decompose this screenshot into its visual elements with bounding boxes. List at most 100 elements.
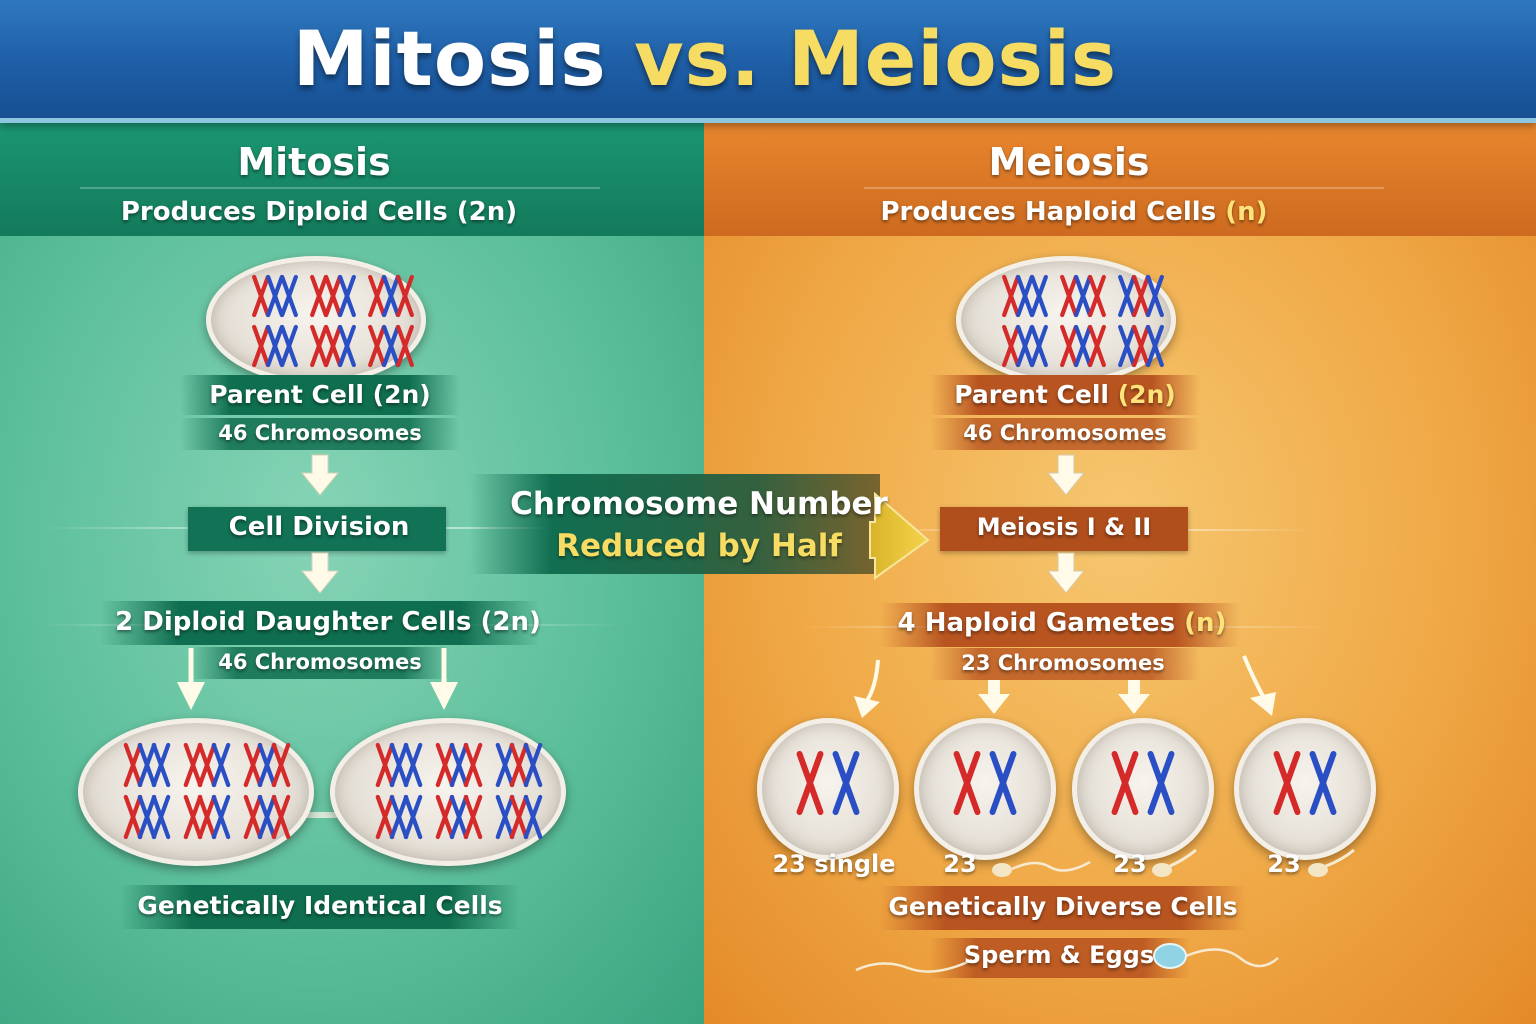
chromosome-icon <box>1111 751 1139 815</box>
gametes-type: Sperm & Eggs <box>963 941 1155 969</box>
chromosome-icon <box>1074 324 1092 368</box>
callout-line2: Reduced by Half <box>556 528 842 564</box>
chromosome-icon <box>1074 274 1092 318</box>
chromosome-icon <box>989 751 1017 815</box>
label-band <box>880 886 1246 930</box>
chromosome-icon <box>266 274 284 318</box>
label-band <box>930 375 1200 415</box>
chromosome-icon <box>211 794 231 840</box>
chromosome-icon <box>509 794 529 840</box>
title-meiosis: vs. Meiosis <box>634 14 1118 103</box>
meiosis-parent-cell <box>956 256 1176 384</box>
chromosome-icon <box>271 794 291 840</box>
down-arrow-icon <box>1046 552 1086 594</box>
label-band <box>100 601 540 645</box>
step-box <box>188 507 446 551</box>
chromosome-icon <box>197 742 217 788</box>
chromosome-icon <box>1030 274 1048 318</box>
mitosis-daughter-cell <box>330 718 566 866</box>
chromosome-icon <box>1132 274 1150 318</box>
meiosis-heading: Meiosis <box>988 140 1150 184</box>
chromosome-icon <box>375 794 395 840</box>
chromosome-icon <box>389 794 409 840</box>
down-arrow-icon <box>1242 655 1276 716</box>
chromosome-icon <box>137 742 157 788</box>
chromosome-icon <box>252 324 270 368</box>
down-arrow-icon <box>177 648 205 710</box>
chromosome-icon <box>1088 324 1106 368</box>
label-band <box>180 418 460 450</box>
chromosome-icon <box>1118 274 1136 318</box>
gamete-cell <box>1072 718 1214 860</box>
title-mitosis: Mitosis <box>292 14 607 103</box>
mitosis-result-count: 46 Chromosomes <box>218 650 422 674</box>
chromosome-icon <box>523 794 543 840</box>
page-title: Mitosis vs. Meiosis <box>0 14 1410 103</box>
gamete-label: 23 single <box>772 850 896 878</box>
chromosome-icon <box>324 324 342 368</box>
chromosome-icon <box>389 742 409 788</box>
meiosis-parent-count: 46 Chromosomes <box>963 421 1167 445</box>
title-banner: Mitosis vs. Meiosis <box>0 0 1536 123</box>
down-arrow-icon <box>1046 454 1086 496</box>
cell-connector <box>290 812 350 818</box>
chromosome-icon <box>463 794 483 840</box>
chromosome-icon <box>1002 274 1020 318</box>
chromosome-icon <box>396 324 414 368</box>
chromosome-icon <box>151 742 171 788</box>
chromosome-icon <box>1088 274 1106 318</box>
down-arrow-icon <box>300 454 340 496</box>
chromosome-icon <box>403 742 423 788</box>
egg-icon <box>1153 943 1279 969</box>
chromosome-icon <box>509 742 529 788</box>
chromosome-icon <box>257 794 277 840</box>
chromosome-pair <box>953 751 1017 815</box>
chromosome-icon <box>338 274 356 318</box>
callout-line1: Chromosome Number <box>510 486 888 522</box>
chromosome-icon <box>796 751 824 815</box>
chromosome-icon <box>396 274 414 318</box>
label-band <box>190 647 450 679</box>
chromosome-icon <box>243 794 263 840</box>
meiosis-subheading: Produces Haploid Cells (n) <box>880 197 1268 227</box>
chromosome-icon <box>183 742 203 788</box>
sperm-icon <box>855 958 973 973</box>
chromosome-icon <box>463 742 483 788</box>
down-arrow-icon <box>300 552 340 594</box>
chromosome-set <box>252 274 414 368</box>
chromosome-icon <box>953 751 981 815</box>
gamete-label: 23 <box>1267 850 1301 878</box>
meiosis-parent-label: Parent Cell (2n) <box>954 380 1176 409</box>
chromosome-icon <box>271 742 291 788</box>
meiosis-result-count: 23 Chromosomes <box>961 651 1165 675</box>
chromosome-icon <box>1146 274 1164 318</box>
mitosis-header <box>0 123 704 236</box>
chromosome-icon <box>1002 324 1020 368</box>
chromosome-icon <box>832 751 860 815</box>
chromosome-icon <box>197 794 217 840</box>
label-band <box>120 885 520 929</box>
chromosome-icon <box>375 742 395 788</box>
chromosome-icon <box>368 324 386 368</box>
chromosome-pair <box>1273 751 1337 815</box>
step-box <box>940 507 1188 551</box>
mitosis-daughter-cell <box>78 718 314 866</box>
chromosome-icon <box>495 742 515 788</box>
down-arrow-icon <box>978 680 1010 714</box>
gamete-label: 23 <box>943 850 977 878</box>
chromosome-icon <box>211 742 231 788</box>
chromosome-pair <box>796 751 860 815</box>
chromosome-icon <box>183 794 203 840</box>
reduction-arrow-icon <box>470 474 930 580</box>
chromosome-set <box>375 742 543 840</box>
chromosome-icon <box>338 324 356 368</box>
chromosome-icon <box>151 794 171 840</box>
label-band <box>930 418 1200 450</box>
chromosome-icon <box>280 274 298 318</box>
chromosome-icon <box>1132 324 1150 368</box>
chromosome-set <box>1002 274 1164 368</box>
chromosome-icon <box>1118 324 1136 368</box>
chromosome-icon <box>403 794 423 840</box>
gamete-label: 23 <box>1113 850 1147 878</box>
meiosis-outcome: Genetically Diverse Cells <box>888 892 1238 921</box>
